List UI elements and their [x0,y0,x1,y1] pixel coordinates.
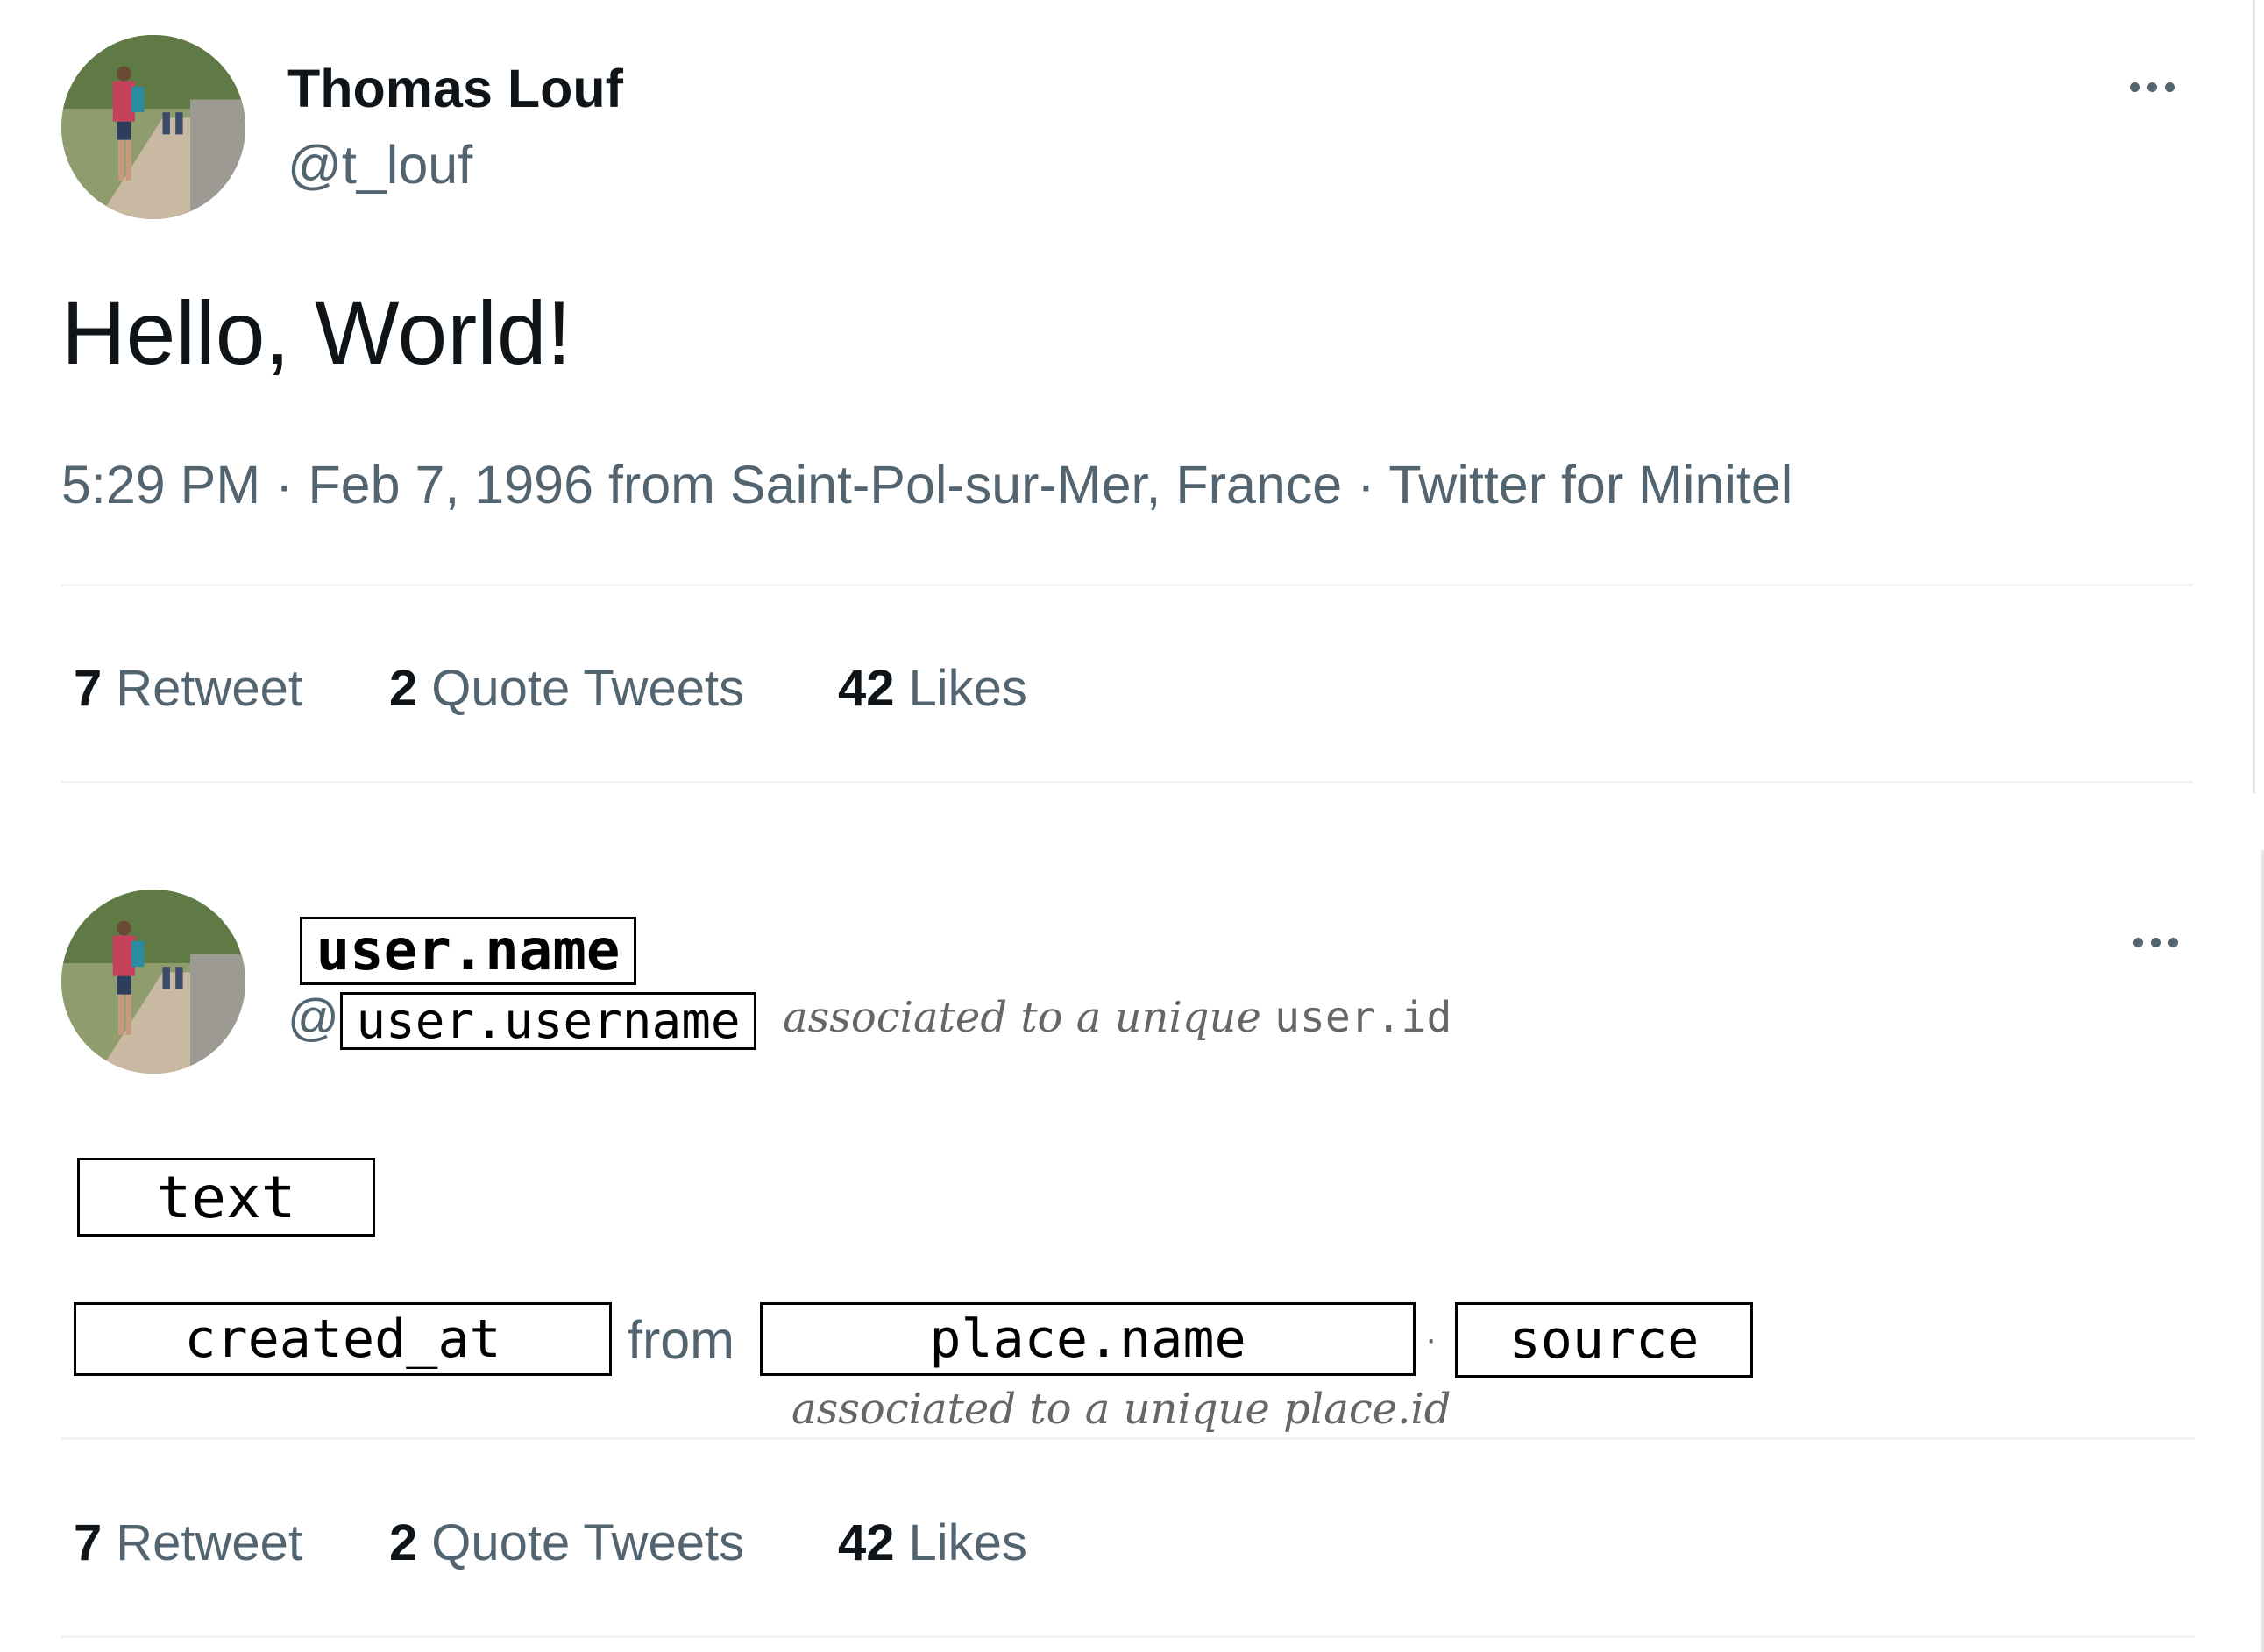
tweet-meta: 5:29 PM · Feb 7, 1996 from Saint-Pol-sur… [61,454,1792,515]
stat-count: 2 [389,660,418,717]
user-note-text: associated to a unique [783,993,1261,1042]
stat-count: 42 [838,660,895,717]
stat-label: Quote Tweets [431,1514,745,1571]
stat-label: Likes [908,660,1027,717]
from-label: from [607,455,715,514]
created-at-field: created_at [74,1302,612,1376]
place-name-field: place.name [760,1302,1416,1376]
meta-separator: · [1425,1320,1437,1358]
stat-count: 2 [389,1514,418,1571]
divider [61,584,2193,586]
stat-count: 7 [74,1514,103,1571]
stat-label: Quote Tweets [431,660,745,717]
avatar[interactable] [61,35,245,219]
tweet-source[interactable]: Twitter for Minitel [1388,455,1793,514]
user-name-field: user.name [300,917,636,985]
meta-separator: · [275,455,294,514]
tweet-place[interactable]: Saint-Pol-sur-Mer, France [729,455,1343,514]
page-edge [2253,0,2255,793]
tweet-text: Hello, World! [61,283,571,383]
tweet-time[interactable]: 5:29 PM [61,455,261,514]
more-horizontal-icon[interactable] [2130,82,2175,92]
stat-label: Retweet [116,1514,303,1571]
page-edge [2261,850,2264,1652]
source-field: source [1455,1302,1753,1378]
stat-label: Likes [908,1514,1027,1571]
text-field: text [77,1158,375,1237]
stat-count: 42 [838,1514,895,1571]
stat-count: 7 [74,660,103,717]
avatar-photo [61,35,245,219]
avatar[interactable] [61,890,245,1074]
stat-label: Retweet [116,660,303,717]
place-id-note: associated to a unique place.id [791,1385,1451,1434]
meta-separator: · [1357,455,1375,514]
user-id-code: user.id [1274,993,1452,1042]
user-name[interactable]: Thomas Louf [287,59,623,118]
at-sign: @ [287,989,339,1046]
divider [61,1437,2195,1440]
user-id-note: associated to a unique user.id [783,993,1451,1042]
tweet-date[interactable]: Feb 7, 1996 [308,455,593,514]
more-horizontal-icon[interactable] [2133,938,2178,947]
user-handle[interactable]: @t_louf [287,135,473,195]
from-label: from [628,1310,735,1370]
avatar-photo [61,890,245,1074]
divider [61,1635,2195,1638]
user-username-field: user.username [340,992,756,1050]
divider [61,781,2193,783]
